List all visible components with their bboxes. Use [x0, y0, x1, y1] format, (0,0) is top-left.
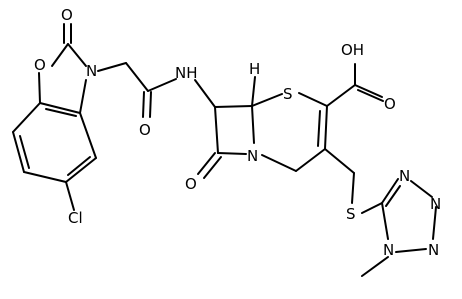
benzene-ring — [12, 102, 97, 183]
oxazolone-carbonyl-oxygen-label: O — [61, 6, 73, 24]
acetamide-linker — [97, 62, 177, 118]
stereo-hydrogen-label: H — [249, 60, 260, 78]
carboxylic-acid — [326, 63, 384, 107]
lactam-oxygen-label: O — [185, 175, 197, 193]
stereo-h-bond — [251, 76, 256, 107]
thioether-sulfur-label: S — [346, 205, 356, 223]
lactam-nitrogen-label: N — [247, 147, 258, 165]
acid-oxygen-label: O — [384, 95, 396, 113]
c-cl-bond — [65, 181, 75, 211]
tetrazole-n-methyl-label: N — [383, 241, 394, 259]
tetrazole-n-bottom-label: N — [428, 241, 439, 259]
thiazine-sulfur-label: S — [283, 85, 293, 103]
ring-oxygen-label: O — [34, 56, 46, 74]
oxazolone-ring — [38, 23, 87, 114]
tetrazole-n-right-label: N — [430, 195, 441, 213]
dihydrothiazine-ring — [251, 92, 328, 172]
beta-lactam-ring — [194, 79, 255, 179]
chlorine-label: Cl — [68, 209, 83, 227]
acid-hydroxyl-label: OH — [341, 41, 364, 59]
thiomethyl-linker — [324, 148, 383, 214]
amide-oxygen-label: O — [139, 121, 151, 139]
tetrazole-ring — [361, 178, 437, 277]
amide-nitrogen-label: NH — [175, 64, 198, 82]
oxazolone-nitrogen-label: N — [86, 62, 97, 80]
tetrazole-n-top-label: N — [399, 167, 410, 185]
